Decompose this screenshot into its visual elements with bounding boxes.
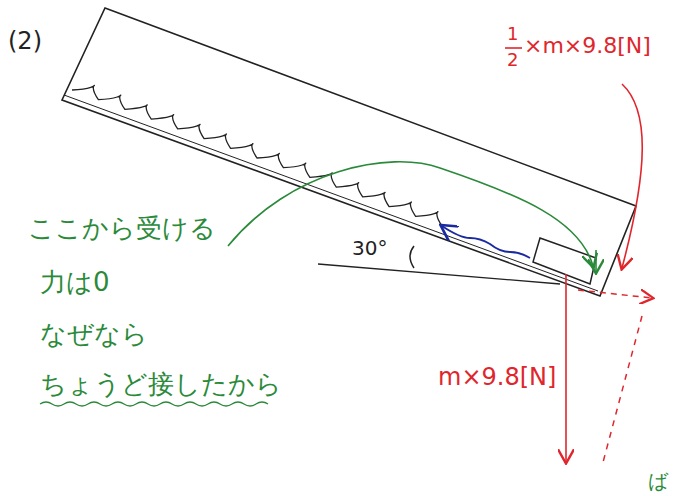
fraction-bar	[505, 47, 522, 49]
note-text: なぜなら	[40, 320, 148, 349]
green-arrow	[228, 162, 593, 266]
ground-line	[318, 264, 560, 284]
gravity-label: m×9.8[N]	[438, 364, 556, 390]
dashed-arrow	[578, 290, 652, 298]
angle-label: 30°	[352, 237, 387, 259]
fraction-denominator: 2	[507, 50, 518, 70]
force-label: ×m×9.8[N]	[524, 34, 651, 58]
note-text: ここから受ける	[28, 214, 216, 243]
note-text: ちょうど接したから	[40, 370, 282, 399]
angle-arc	[410, 246, 414, 268]
problem-number: (2)	[8, 28, 42, 54]
dashed-line	[602, 316, 642, 466]
green-tick	[595, 250, 597, 272]
blue-arrow	[442, 226, 530, 258]
spring	[72, 85, 442, 226]
wavy-underline	[40, 402, 268, 406]
cut-text: ば	[648, 470, 668, 492]
note-text: 力は0	[40, 268, 110, 297]
block	[533, 238, 596, 284]
red-curved-arrow	[622, 84, 642, 268]
fraction-numerator: 1	[507, 24, 518, 44]
gravity-arrow	[565, 274, 567, 462]
